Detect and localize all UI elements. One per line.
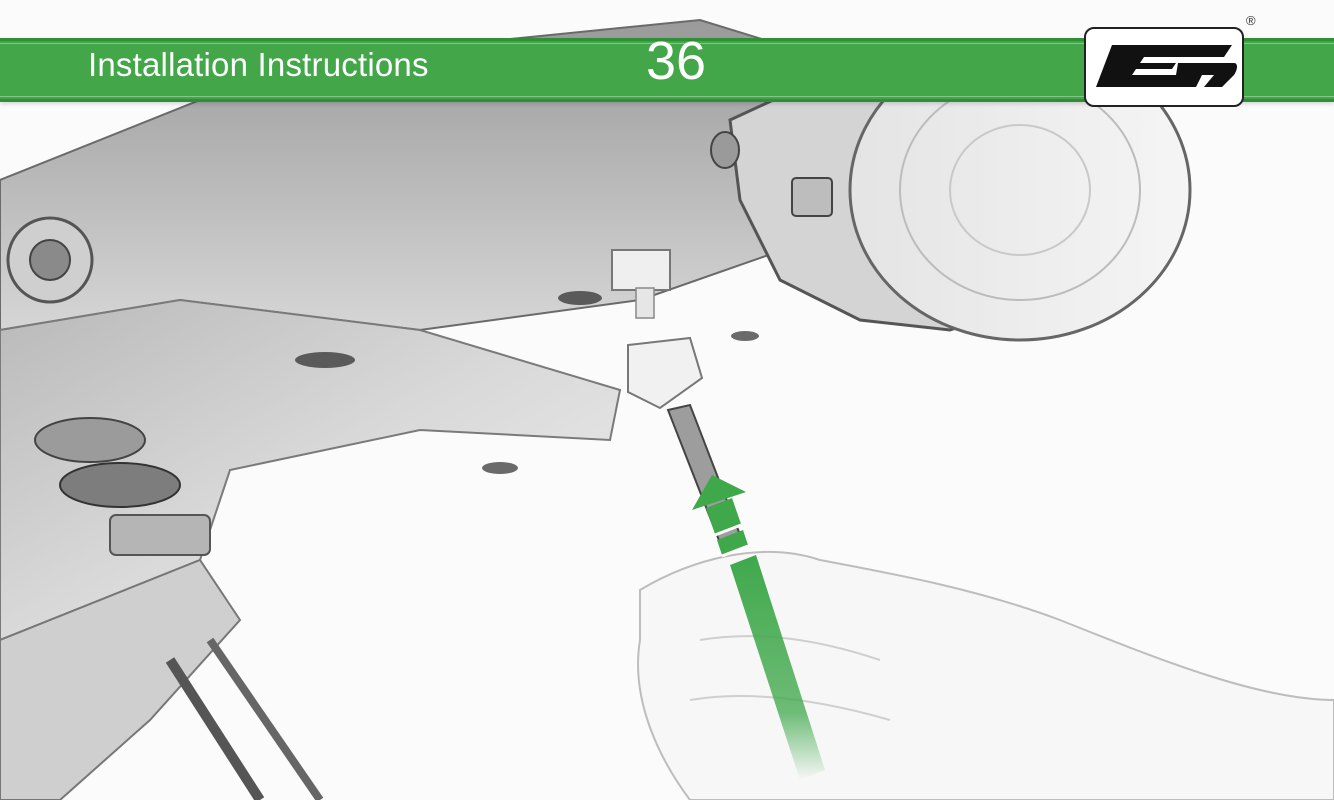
connector-upper — [612, 250, 670, 290]
page-title: Installation Instructions — [88, 46, 429, 84]
registered-mark: ® — [1246, 13, 1256, 28]
ep-logo — [1084, 27, 1244, 107]
ep-logo-icon — [1092, 39, 1238, 95]
bolt-2 — [35, 418, 145, 462]
connector-plug — [628, 338, 702, 408]
page-number: 36 — [646, 34, 706, 88]
